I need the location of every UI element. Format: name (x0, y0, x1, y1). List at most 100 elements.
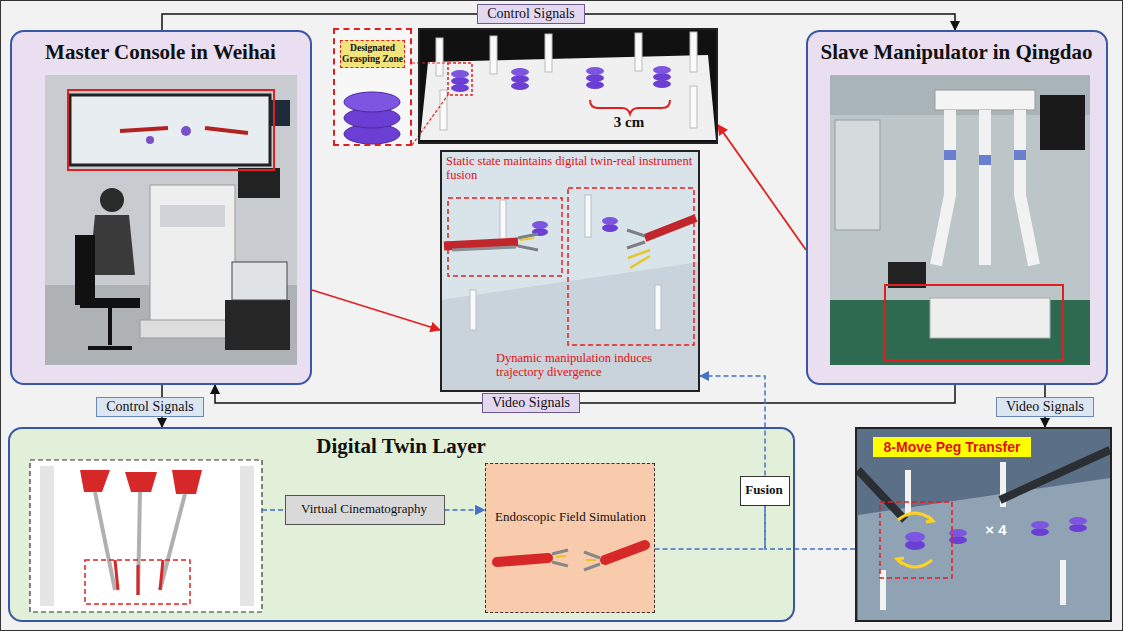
pegboard-photo (635, 33, 642, 71)
twin-render (40, 466, 54, 606)
manipulator-photo (979, 155, 991, 165)
twin-render (85, 560, 190, 604)
manipulator-photo (1020, 110, 1034, 265)
box-fill (285, 495, 445, 525)
panel-fill (806, 30, 1108, 385)
console-photo (68, 90, 274, 170)
manipulator-photo (979, 110, 991, 265)
pegboard-photo (418, 28, 718, 144)
fusion-photo (448, 198, 562, 276)
connector (718, 125, 806, 250)
task-tag: 8-Move Peg Transfer (873, 437, 1031, 457)
twin-render (240, 466, 254, 606)
twin-render (160, 560, 163, 590)
manipulator-photo (835, 120, 880, 230)
console-photo (232, 262, 287, 300)
layer-panel: Digital Twin LayerVirtual Cinematography… (8, 427, 795, 622)
pegboard-photo (511, 68, 529, 76)
pegboard-photo (418, 28, 718, 144)
fusion-photo (602, 224, 618, 232)
connector (765, 506, 855, 550)
simulated-instruments (584, 552, 600, 570)
twin-render (80, 470, 110, 492)
transfer-photo (855, 427, 1112, 622)
repeat-count: × 4 (973, 521, 1019, 538)
zone-label: Designated Grasping Zone (340, 40, 405, 68)
inset-photo (333, 28, 412, 146)
manipulator-photo (930, 298, 1050, 338)
transfer-photo (905, 532, 925, 542)
connector (700, 376, 765, 476)
console-photo (100, 188, 124, 212)
manipulator-photo (944, 150, 956, 160)
transfer-photo (1031, 528, 1049, 536)
pegboard-photo (420, 55, 716, 140)
pegboard-photo (448, 63, 472, 95)
console-photo (80, 298, 140, 308)
pegboard-photo (653, 80, 671, 88)
twin-render (115, 560, 118, 590)
fusion-photo (444, 242, 518, 246)
fusion-photo (440, 262, 700, 392)
pegboard-photo (590, 100, 670, 114)
console-photo (108, 308, 112, 345)
pegboard-photo (586, 67, 604, 75)
pegboard-photo (436, 38, 443, 76)
annotation-note: Static state maintains digital twin-real… (446, 154, 696, 183)
process-label: Endoscopic Field Simulation (489, 510, 653, 525)
manipulator-photo (936, 110, 950, 265)
panel-title: Slave Manipulator in Qingdao (808, 40, 1105, 64)
transfer-photo (905, 470, 911, 515)
simulated-instruments (556, 556, 566, 557)
pegboard-photo (690, 32, 697, 72)
manipulator-photo (935, 90, 1035, 110)
pegboard-photo (545, 34, 552, 72)
box-fill (485, 463, 655, 613)
simulated-instruments (552, 550, 568, 566)
manipulator-photo (830, 75, 1090, 365)
twin-render (160, 494, 185, 590)
transfer-photo (1069, 517, 1087, 525)
fusion-photo (500, 200, 506, 240)
simulation-box: Endoscopic Field Simulation (485, 463, 655, 613)
transfer-photo (1031, 521, 1049, 529)
pegboard-photo (451, 84, 469, 92)
pegboard-photo (490, 36, 497, 74)
pegboard-photo (690, 86, 697, 128)
manipulator-photo (1014, 150, 1026, 160)
transfer-photo (880, 570, 886, 610)
pegboard-photo (653, 73, 671, 81)
console-photo (205, 128, 248, 133)
twin-render (95, 492, 115, 590)
render-link (262, 509, 285, 511)
connector (215, 385, 955, 403)
simulated-instruments (497, 558, 548, 562)
pegboard-photo (511, 82, 529, 90)
transfer-photo (897, 558, 904, 564)
pegboard-photo (440, 90, 447, 130)
fusion-photo (628, 250, 650, 268)
pegboard-photo (586, 74, 604, 82)
fusion-photo (627, 230, 645, 248)
inset-photo (333, 28, 412, 146)
console-photo (45, 75, 297, 365)
transfer-photo (880, 502, 952, 578)
fusion-photo (585, 195, 591, 237)
fusion-view: Static state maintains digital twin-real… (440, 150, 700, 392)
pegboard-photo (451, 77, 469, 85)
fusion-photo (440, 150, 700, 392)
pegboard-photo (653, 66, 671, 74)
signal-label: Video Signals (996, 397, 1094, 418)
console-photo (70, 95, 270, 165)
transfer-photo (1060, 560, 1066, 605)
transfer-photo (926, 516, 933, 522)
transfer-photo (1069, 524, 1087, 532)
simulated-instruments (586, 559, 596, 561)
console-photo (181, 126, 191, 136)
box-fill (740, 476, 790, 506)
fusion-photo (452, 247, 516, 250)
